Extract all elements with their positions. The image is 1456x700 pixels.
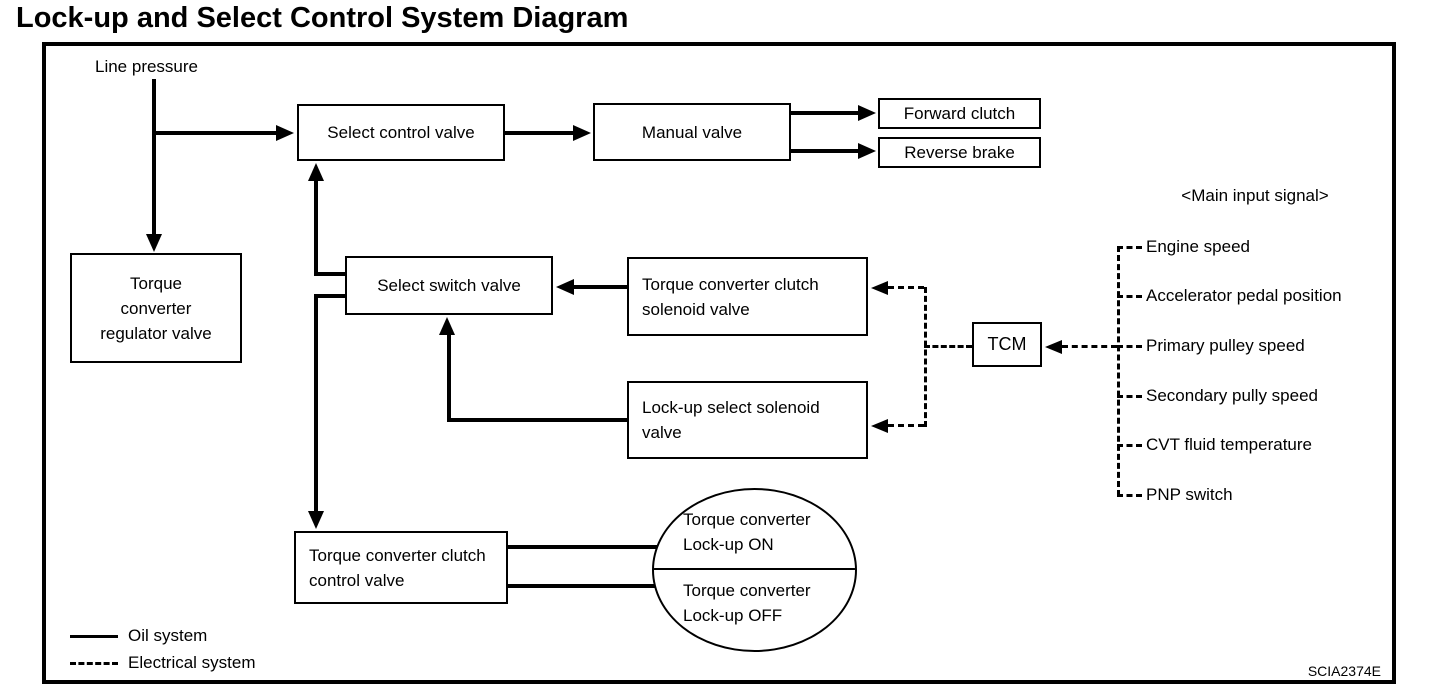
box-select-control-valve: Select control valve — [297, 104, 505, 161]
box-manual-valve: Manual valve — [593, 103, 791, 161]
lockup-on-label: Torque converter Lock-up ON — [683, 510, 811, 554]
dash-stub-icon — [1117, 394, 1142, 398]
arrowhead-right-reverse-brake — [858, 143, 876, 159]
arrowhead-left-lockup-solenoid — [871, 419, 888, 433]
page-title: Lock-up and Select Control System Diagra… — [16, 2, 629, 34]
oil-line-lockup-solenoid-riser — [447, 333, 451, 422]
box-reverse-brake: Reverse brake — [878, 137, 1041, 168]
oil-line-riser-upper — [314, 179, 318, 275]
arrowhead-down-clutch-control-valve — [308, 511, 324, 529]
box-torque-converter-regulator-valve: Torque converter regulator valve — [70, 253, 242, 363]
electrical-line-signals-to-tcm — [1062, 345, 1117, 348]
arrowhead-left-tcc-solenoid — [871, 281, 888, 295]
dash-stub-icon — [1117, 294, 1142, 298]
box-forward-clutch: Forward clutch — [878, 98, 1041, 129]
arrowhead-up-select-switch-valve — [439, 317, 455, 335]
box-torque-converter-clutch-solenoid-valve: Torque converter clutch solenoid valve — [627, 257, 868, 336]
arrowhead-left-select-switch-valve — [556, 279, 574, 295]
oil-line-riser-lower — [314, 294, 318, 513]
box-select-switch-valve: Select switch valve — [345, 256, 553, 315]
arrowhead-right-select-control-valve — [276, 125, 294, 141]
input-signal-row-engine-speed: Engine speed — [1117, 234, 1250, 260]
figure-code: SCIA2374E — [1307, 663, 1381, 679]
input-signal-row-accelerator-pedal-position: Accelerator pedal position — [1117, 283, 1342, 309]
legend-electrical-system: Electrical system — [70, 651, 256, 675]
box-torque-converter-clutch-control-valve: Torque converter clutch control valve — [294, 531, 508, 604]
oil-line-select-control-to-manual — [505, 131, 575, 135]
lockup-off-label: Torque converter Lock-up OFF — [683, 581, 811, 625]
dash-stub-icon — [1117, 443, 1142, 447]
arrowhead-right-manual-valve — [573, 125, 591, 141]
input-signal-row-primary-pulley-speed: Primary pulley speed — [1117, 333, 1305, 359]
input-signal-row-cvt-fluid-temperature: CVT fluid temperature — [1117, 432, 1312, 458]
oil-line-stub-switch-valve-upper — [314, 272, 345, 276]
oil-line-to-lockup-on — [508, 545, 660, 549]
oil-line-solenoid-to-switch-valve — [572, 285, 627, 289]
oil-line-stub-switch-valve-lower — [314, 294, 345, 298]
oil-line-line-pressure-down — [152, 79, 156, 236]
box-lock-up-select-solenoid-valve: Lock-up select solenoid valve — [627, 381, 868, 459]
solid-line-swatch-icon — [70, 634, 118, 638]
main-input-signal-label: <Main input signal> — [1181, 186, 1329, 205]
arrowhead-right-forward-clutch — [858, 105, 876, 121]
ellipse-divider-line — [654, 568, 855, 570]
arrowhead-down-regulator-valve — [146, 234, 162, 252]
input-signal-row-pnp-switch: PNP switch — [1117, 482, 1233, 508]
oil-line-to-select-control-valve — [152, 131, 278, 135]
dash-stub-icon — [1117, 493, 1142, 497]
arrowhead-left-tcm — [1045, 340, 1062, 354]
lockup-state-ellipse: Torque converter Lock-up ON Torque conve… — [652, 488, 857, 652]
electrical-line-tcm-branch-vertical — [924, 287, 927, 427]
dash-stub-icon — [1117, 245, 1142, 249]
arrowhead-up-select-control-valve — [308, 163, 324, 181]
oil-line-manual-to-reverse-brake — [791, 149, 860, 153]
legend-oil-system: Oil system — [70, 624, 207, 648]
oil-line-to-lockup-off — [508, 584, 660, 588]
oil-line-lockup-solenoid-horizontal — [447, 418, 627, 422]
electrical-line-signal-bus — [1117, 246, 1120, 496]
oil-line-manual-to-forward-clutch — [791, 111, 860, 115]
dash-stub-icon — [1117, 344, 1142, 348]
input-signal-row-secondary-pully-speed: Secondary pully speed — [1117, 383, 1318, 409]
electrical-line-tcm-output — [924, 345, 972, 348]
electrical-line-to-tcc-solenoid — [888, 286, 924, 289]
line-pressure-label: Line pressure — [95, 57, 199, 76]
electrical-line-to-lockup-solenoid — [888, 424, 924, 427]
dashed-line-swatch-icon — [70, 661, 118, 665]
box-tcm: TCM — [972, 322, 1042, 367]
